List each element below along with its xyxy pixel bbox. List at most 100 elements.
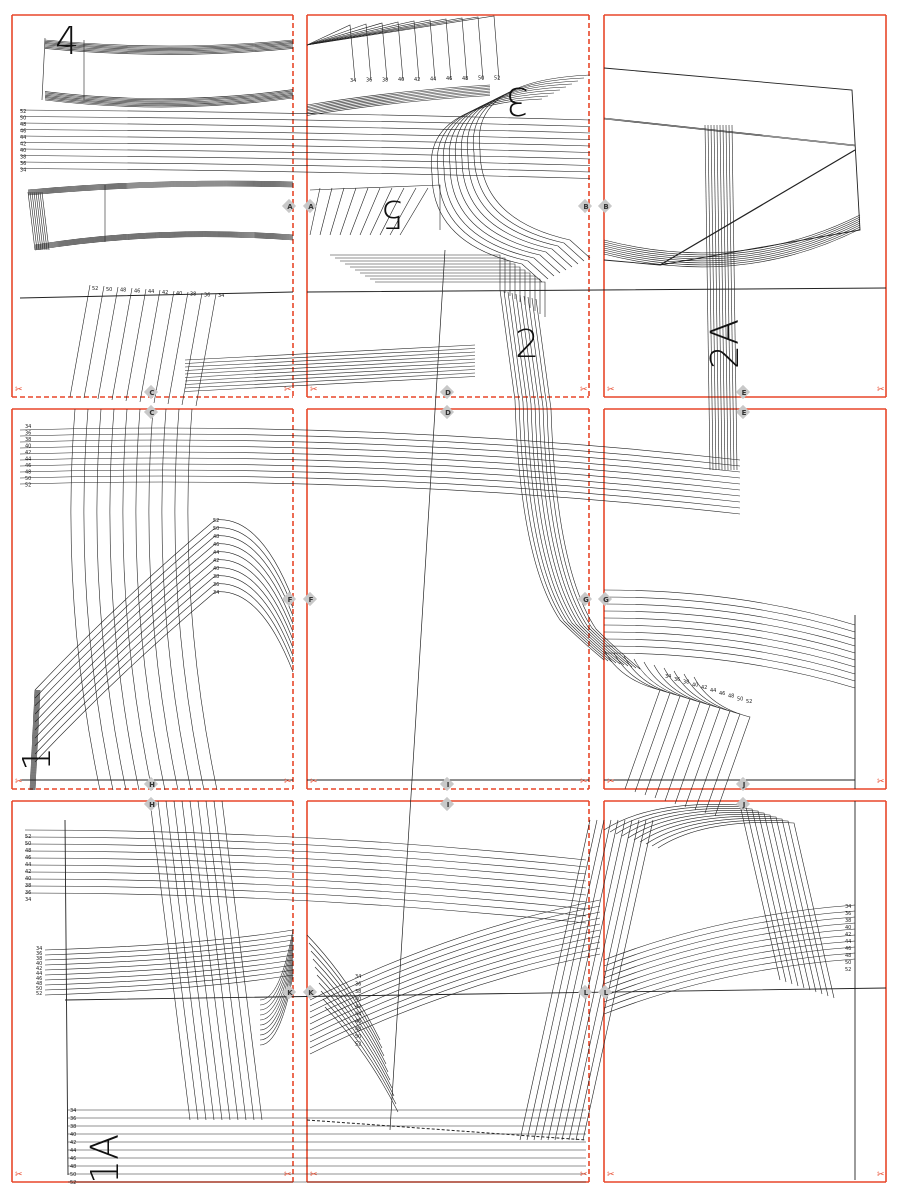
size-label: 50 bbox=[213, 526, 219, 532]
size-label: 44 bbox=[430, 77, 436, 83]
piece-6-fan bbox=[306, 17, 468, 81]
piece-k-curves bbox=[316, 974, 391, 1081]
size-label: 50 bbox=[355, 1034, 361, 1040]
size-label: 52 bbox=[213, 518, 219, 524]
piece-4-top-edge bbox=[44, 45, 294, 53]
size-label: 40 bbox=[25, 444, 31, 450]
size-label: 34 bbox=[25, 897, 31, 903]
match-marker-i: I bbox=[439, 796, 455, 812]
diagonal-size-lines bbox=[111, 287, 133, 401]
piece-1A-curves bbox=[44, 939, 294, 1011]
match-marker-k: K bbox=[302, 984, 318, 1000]
match-marker-a: A bbox=[302, 198, 318, 214]
size-label: 48 bbox=[70, 1164, 76, 1170]
size-label: 46 bbox=[70, 1156, 76, 1162]
size-label: 36 bbox=[36, 951, 42, 957]
scissors-icon: ✂ bbox=[607, 1170, 615, 1180]
piece-1-shoulder bbox=[34, 543, 294, 715]
piece-2A-hem bbox=[603, 228, 861, 268]
piece-2A-verticals bbox=[722, 124, 729, 471]
long-curves bbox=[174, 408, 205, 791]
size-label: 50 bbox=[25, 841, 31, 847]
bar-lines bbox=[184, 351, 476, 368]
match-marker-l: L bbox=[577, 984, 593, 1000]
right-curve-lines bbox=[603, 617, 856, 654]
bar-lines bbox=[184, 344, 476, 361]
row3-right-curves bbox=[657, 822, 835, 999]
size-label: 40 bbox=[36, 961, 42, 967]
piece-band-top bbox=[27, 180, 294, 191]
piece-4-bottom-edge bbox=[44, 92, 294, 103]
size-label: 36 bbox=[25, 890, 31, 896]
marker-letter: D bbox=[445, 409, 451, 417]
size-label: 40 bbox=[845, 925, 851, 931]
marker-letter: I bbox=[446, 781, 450, 789]
marker-letter: A bbox=[287, 203, 293, 211]
row3-right-curves bbox=[603, 804, 781, 981]
diagonal-size-lines bbox=[83, 285, 105, 399]
size-label: 52 bbox=[494, 75, 500, 81]
size-label: 44 bbox=[70, 1148, 76, 1154]
size-label: 34 bbox=[25, 424, 31, 430]
row3-dashed bbox=[306, 1119, 587, 1141]
marker-letter: D bbox=[445, 389, 451, 397]
piece-4-top-edge bbox=[44, 48, 294, 55]
size-label: 38 bbox=[355, 989, 361, 995]
piece-6-fan bbox=[306, 19, 436, 81]
row3-right-horiz bbox=[603, 922, 856, 979]
piece-6-fan bbox=[306, 23, 372, 81]
diagonal-size-lines bbox=[139, 289, 161, 403]
match-marker-j: J bbox=[735, 776, 751, 792]
marker-letter: K bbox=[287, 989, 293, 997]
upper-horizontal-lines bbox=[19, 439, 741, 473]
row3-right-curves bbox=[621, 810, 799, 987]
row3-horizontal-lines bbox=[24, 892, 587, 924]
upper-horizontal-lines bbox=[19, 457, 741, 491]
piece-k-curves bbox=[312, 958, 387, 1065]
piece-5-size-line bbox=[369, 187, 393, 236]
piece-2A-verticals bbox=[716, 124, 723, 471]
size-label: 36 bbox=[845, 911, 851, 917]
diagonal-size-lines bbox=[153, 290, 175, 404]
piece-2-curves bbox=[499, 289, 605, 661]
piece-1-edge bbox=[31, 689, 38, 791]
size-label: 52 bbox=[746, 699, 752, 705]
mid-row3-lines bbox=[309, 905, 601, 1007]
size-label: 50 bbox=[25, 476, 31, 482]
row3-fan-lines bbox=[540, 819, 612, 1141]
right-curve-lines bbox=[603, 603, 856, 640]
long-curves bbox=[109, 408, 140, 791]
size-label: 36 bbox=[366, 78, 372, 84]
row3-horizontal-lines bbox=[24, 878, 587, 910]
piece-band-end bbox=[33, 191, 42, 251]
piece-2A-verticals bbox=[710, 124, 717, 471]
piece-2-curves bbox=[511, 292, 617, 664]
piece-6-bottom bbox=[306, 93, 491, 115]
diagonal-size-lines bbox=[167, 291, 189, 405]
piece-band-top bbox=[27, 185, 294, 196]
piece-band-end bbox=[37, 191, 46, 251]
size-label: 46 bbox=[25, 855, 31, 861]
row3-horizontal-lines bbox=[24, 850, 587, 882]
size-label: 38 bbox=[70, 1124, 76, 1130]
piece-2-curves bbox=[507, 291, 613, 663]
piece-5-size-line bbox=[349, 187, 369, 236]
piece-6-bottom bbox=[306, 89, 491, 110]
row3-right-horiz bbox=[603, 940, 856, 997]
piece-5-size-line bbox=[339, 187, 357, 236]
bar-lines bbox=[184, 369, 476, 385]
size-label: 42 bbox=[25, 450, 31, 456]
piece-k-curves bbox=[308, 942, 383, 1049]
size-label: 38 bbox=[25, 437, 31, 443]
row3-structure bbox=[64, 819, 887, 1176]
marker-letter: F bbox=[287, 596, 293, 604]
piece-3-curves bbox=[448, 89, 561, 274]
size-label: 46 bbox=[134, 288, 140, 294]
long-curves bbox=[70, 408, 101, 791]
piece-2-curves bbox=[523, 295, 629, 667]
piece-6-bottom bbox=[306, 86, 491, 107]
match-marker-h: H bbox=[143, 796, 159, 812]
piece-6-bottom bbox=[306, 92, 491, 113]
scissors-icon: ✂ bbox=[607, 777, 615, 787]
marker-letter: J bbox=[742, 781, 746, 789]
